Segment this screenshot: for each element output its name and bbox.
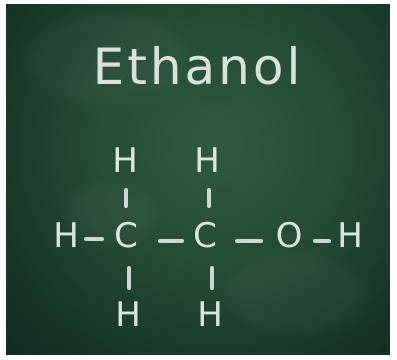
atom-h-c2-top: H — [194, 141, 220, 181]
atom-h-right: H — [337, 216, 363, 256]
bond-c1-c2 — [158, 239, 184, 243]
bond-c2-h-bottom — [210, 266, 214, 290]
bond-c2-o — [235, 239, 263, 243]
chalk-smudge — [226, 254, 366, 334]
atom-oxygen: O — [275, 216, 303, 256]
bond-c1-h-top — [124, 188, 128, 208]
molecule-name-title: Ethanol — [92, 38, 304, 96]
bond-o-h — [313, 239, 331, 243]
atom-h-c2-bottom: H — [197, 295, 223, 335]
chalkboard: Ethanol H C C O H H H H H — [6, 4, 390, 355]
bond-h-c1 — [84, 237, 104, 241]
atom-h-c1-bottom: H — [115, 295, 141, 335]
atom-carbon-2: C — [193, 216, 217, 256]
atom-h-c1-top: H — [112, 141, 138, 181]
bond-c1-h-bottom — [127, 266, 131, 290]
atom-h-left: H — [53, 216, 79, 256]
atom-carbon-1: C — [114, 216, 138, 256]
bond-c2-h-top — [207, 188, 211, 208]
